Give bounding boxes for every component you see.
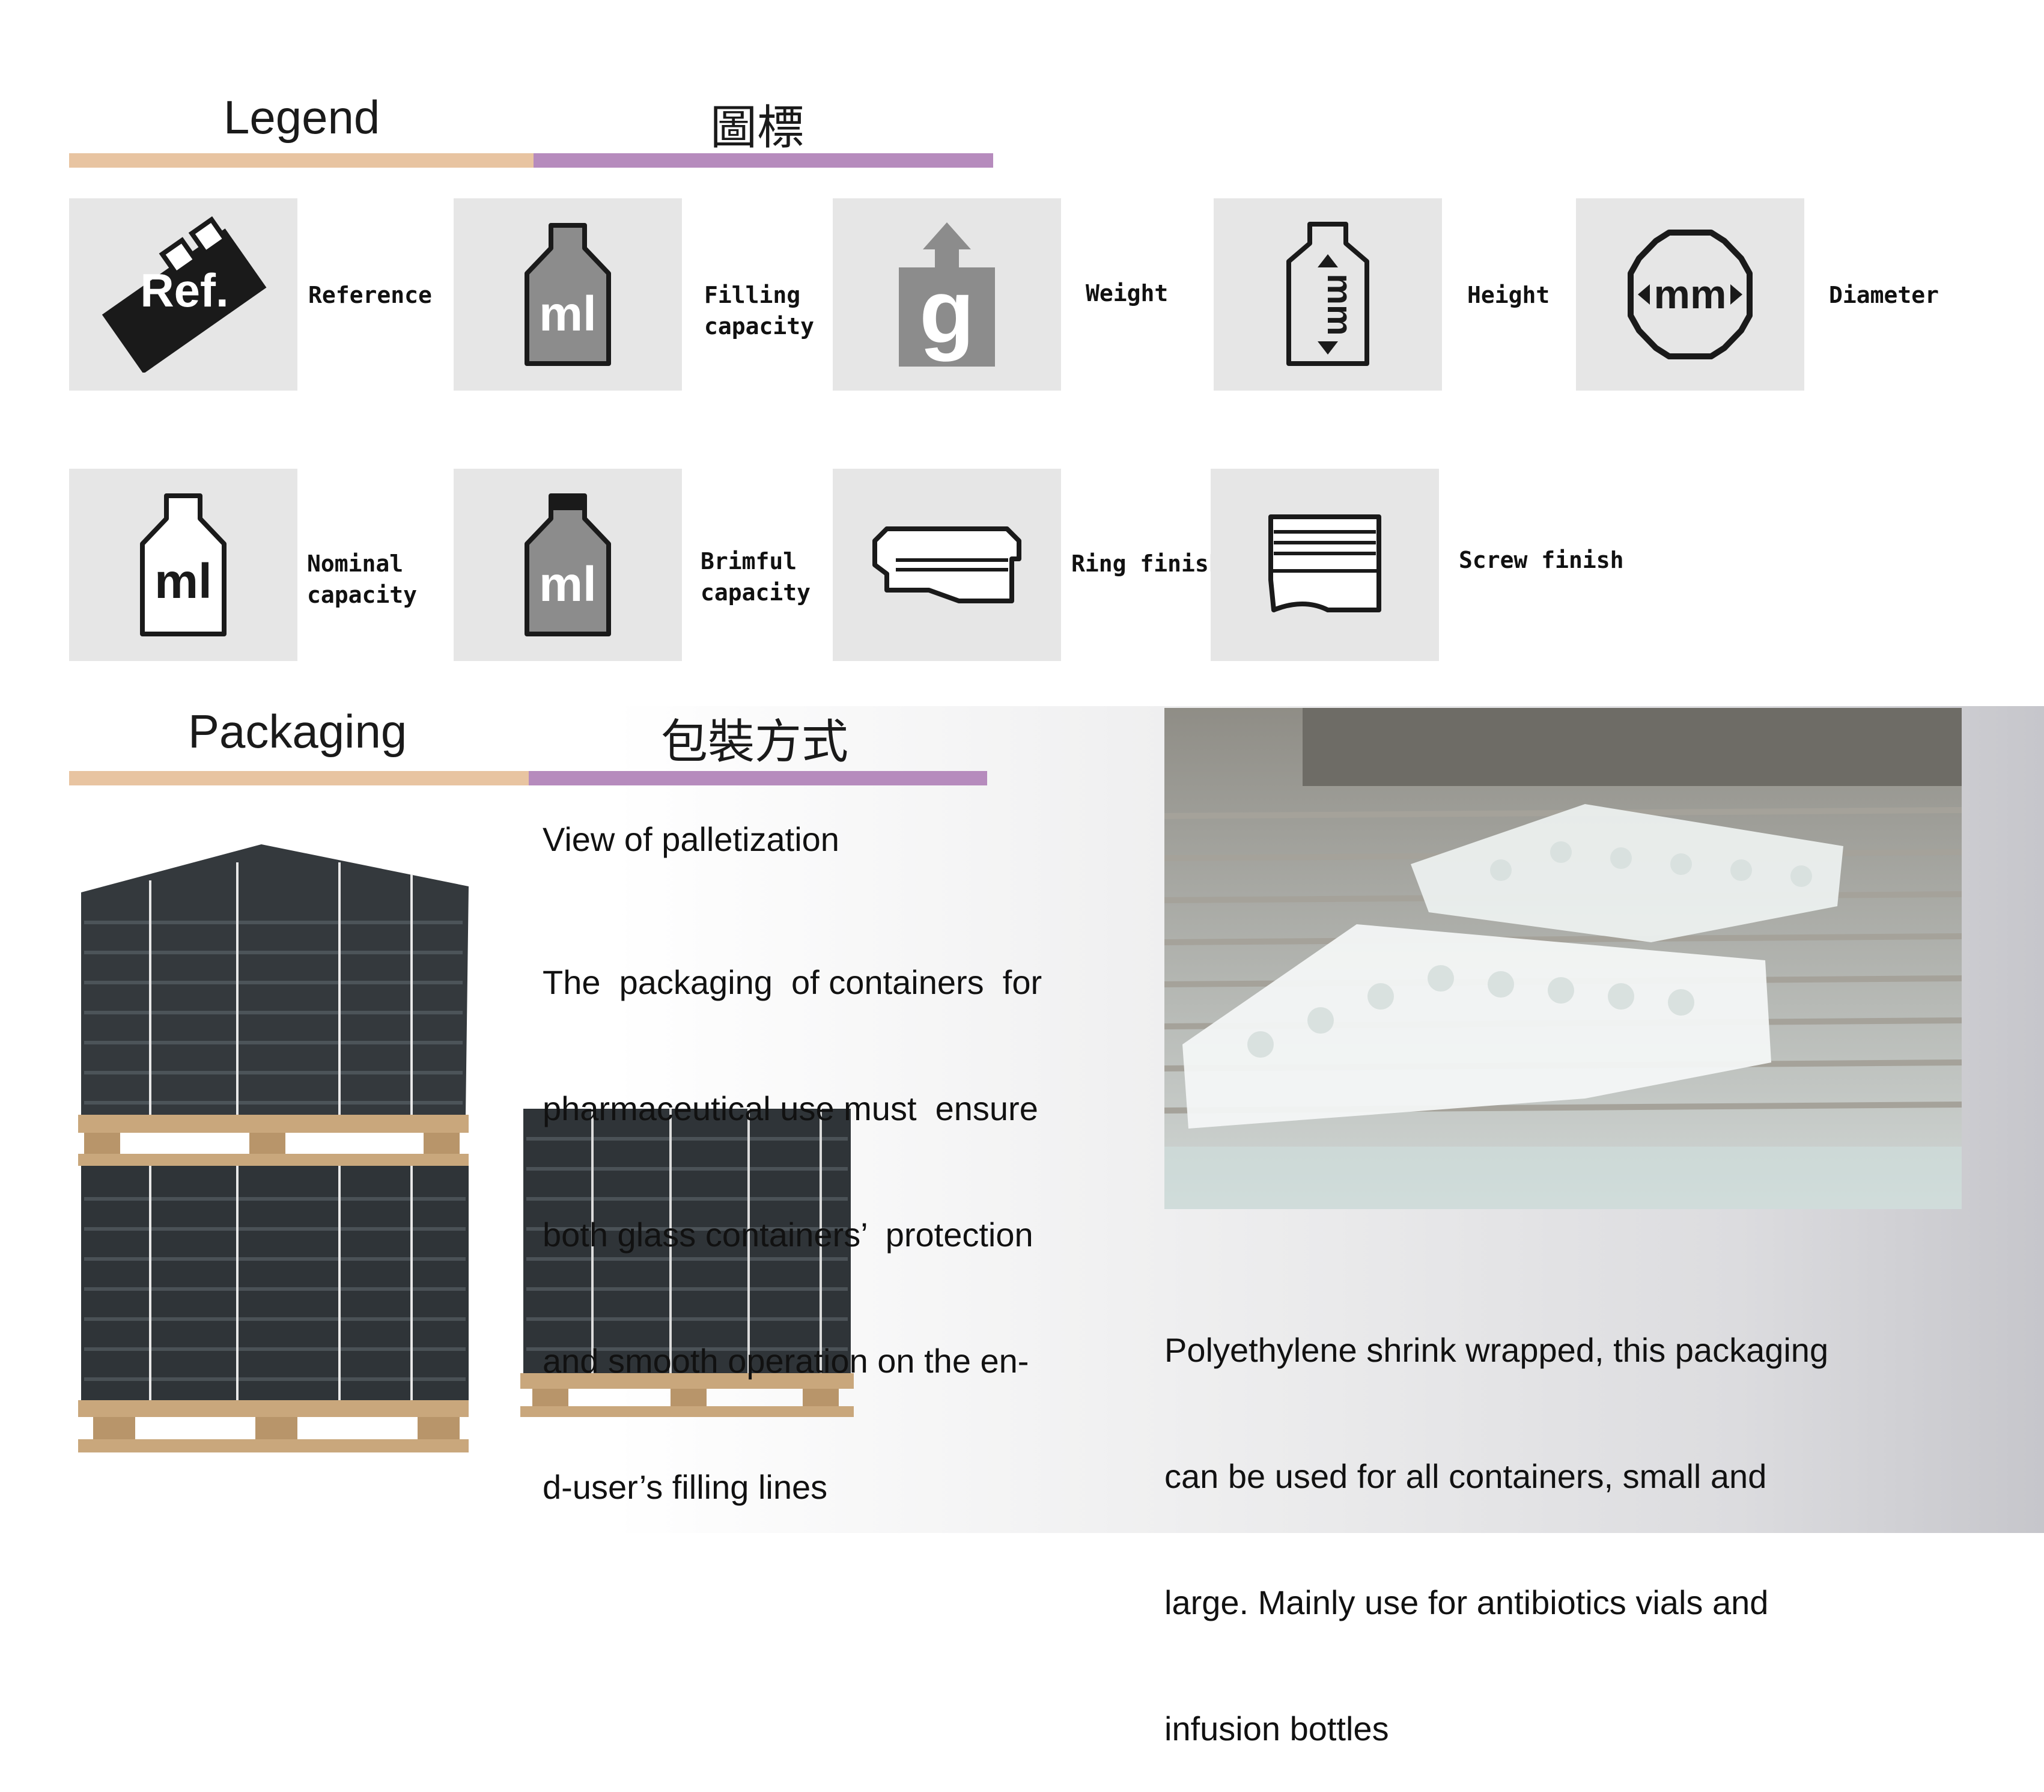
palletization-title: View of palletization [543, 820, 839, 858]
screw-finish-icon [1268, 514, 1381, 612]
brimful-capacity-icon-box: ml [454, 469, 682, 661]
weight-icon-text: g [919, 261, 975, 362]
single-pallet-photo [520, 1103, 857, 1421]
legend-label-weight: Weight [1086, 280, 1169, 306]
svg-text:mm: mm [1320, 273, 1359, 335]
packaging-bar-right [529, 771, 987, 785]
ring-finish-icon-box [833, 469, 1061, 661]
packaging-title-en: Packaging [188, 705, 407, 758]
legend-label-reference: Reference [308, 282, 432, 308]
stacked-pallet-photo [69, 838, 478, 1457]
diameter-icon-box: mm [1576, 198, 1804, 391]
brimful-capacity-icon: ml [525, 493, 611, 636]
diameter-icon: mm [1628, 230, 1753, 359]
height-icon: mm [1286, 222, 1369, 366]
legend-label-diameter: Diameter [1829, 282, 1939, 308]
packaging-title-zh: 包裝方式 [661, 715, 849, 768]
legend-label-brimful-capacity: Brimful capacity [701, 548, 811, 606]
legend-label-ring-finish: Ring finish [1071, 550, 1223, 577]
filling-capacity-icon-text: ml [539, 287, 597, 341]
shrink-wrap-photo [1164, 708, 1962, 1209]
legend-label-height: Height [1467, 282, 1550, 308]
nominal-capacity-icon: ml [140, 493, 227, 636]
legend-title-zh: 圖標 [710, 101, 805, 154]
screw-finish-icon-box [1211, 469, 1439, 661]
nominal-capacity-icon-box: ml [69, 469, 297, 661]
legend-bar-left [69, 153, 534, 168]
legend-label-nominal-capacity: Nominal capacity [307, 550, 418, 608]
diameter-icon-text: mm [1654, 272, 1727, 317]
nominal-capacity-icon-text: ml [154, 554, 212, 609]
weight-icon-box: g [833, 198, 1061, 391]
legend-bar-right [534, 153, 993, 168]
reference-icon-text: Ref. [140, 264, 228, 317]
palletization-description: The packaging of containers for pharmace… [543, 963, 1042, 1506]
reference-icon: Ref. [102, 216, 267, 373]
reference-icon-box: Ref. [69, 198, 297, 391]
ring-finish-icon [872, 526, 1021, 603]
shrink-wrap-description: Polyethylene shrink wrapped, this packag… [1164, 1331, 1829, 1748]
weight-icon: g [899, 222, 995, 367]
legend-label-screw-finish: Screw finish [1459, 547, 1624, 573]
packaging-bar-left [69, 771, 529, 785]
filling-capacity-icon-box: ml [454, 198, 682, 391]
brimful-capacity-icon-text: ml [539, 557, 597, 612]
legend-label-filling-capacity: Filling capacity [704, 282, 815, 340]
height-icon-box: mm [1214, 198, 1442, 391]
filling-capacity-icon: ml [525, 223, 611, 366]
legend-title-en: Legend [224, 91, 380, 144]
